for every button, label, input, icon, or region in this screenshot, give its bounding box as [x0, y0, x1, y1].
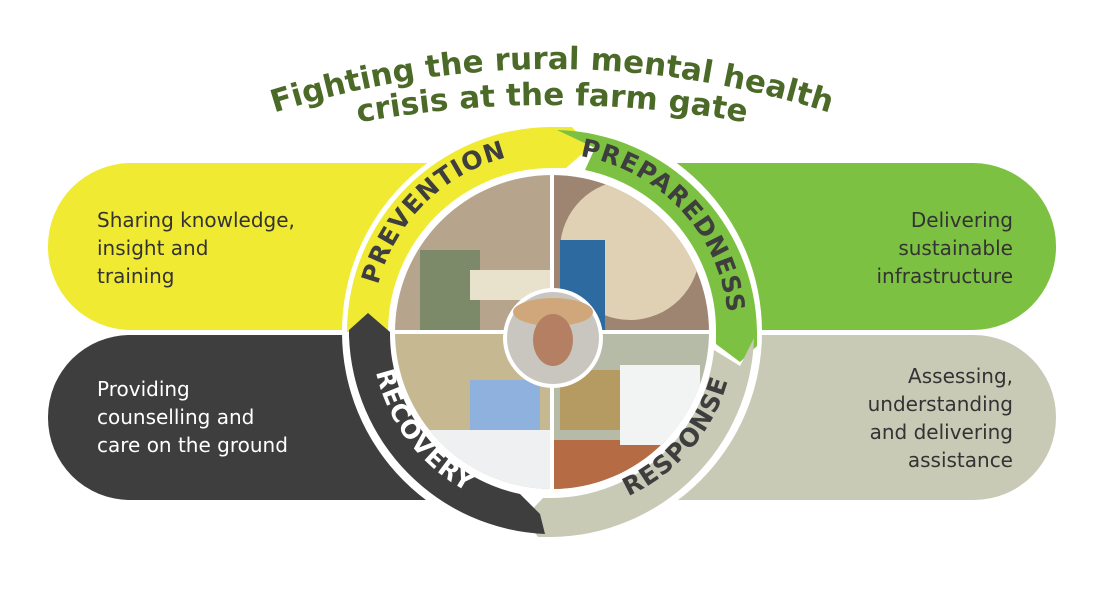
- svg-text:infrastructure: infrastructure: [876, 264, 1013, 288]
- svg-text:insight and: insight and: [97, 236, 208, 260]
- recovery-description: Providing counselling and care on the gr…: [97, 377, 288, 457]
- svg-text:and delivering: and delivering: [870, 420, 1013, 444]
- prevention-description: Sharing knowledge, insight and training: [97, 208, 295, 288]
- svg-text:Providing: Providing: [97, 377, 190, 401]
- svg-text:Delivering: Delivering: [911, 208, 1013, 232]
- recovery-arc: [349, 313, 545, 534]
- svg-text:Sharing knowledge,: Sharing knowledge,: [97, 208, 295, 232]
- preparedness-description: Delivering sustainable infrastructure: [876, 208, 1013, 288]
- preparedness-arc: [557, 130, 757, 362]
- svg-text:care on the ground: care on the ground: [97, 433, 288, 457]
- svg-text:Assessing,: Assessing,: [908, 364, 1013, 388]
- svg-text:counselling and: counselling and: [97, 405, 254, 429]
- svg-text:training: training: [97, 264, 174, 288]
- svg-text:understanding: understanding: [868, 392, 1013, 416]
- prevention-arc: [347, 127, 590, 332]
- svg-text:sustainable: sustainable: [898, 236, 1013, 260]
- response-description: Assessing, understanding and delivering …: [868, 364, 1013, 472]
- svg-text:assistance: assistance: [908, 448, 1013, 472]
- response-arc: [524, 338, 754, 537]
